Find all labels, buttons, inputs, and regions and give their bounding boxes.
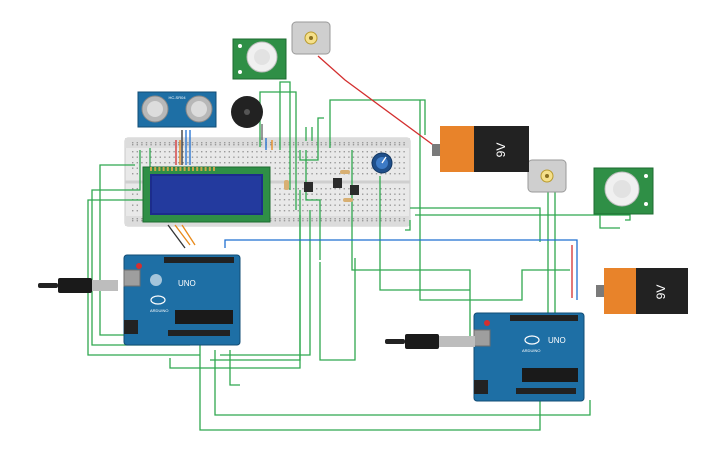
dark-wires[interactable] [167,130,186,249]
arduino-right-brand: ARDUINO [522,348,540,353]
arduino-left[interactable]: ARDUINO UNO [123,254,241,346]
buzzer-icon[interactable] [231,96,263,140]
usb-cable-icon[interactable] [38,278,118,293]
usb-cable-icon[interactable] [385,334,475,349]
green-wires[interactable] [87,81,631,431]
ultrasonic-sensor[interactable]: HC-SR04 [137,91,217,128]
transistor[interactable] [333,178,342,188]
arduino-left-model: UNO [178,279,196,288]
dc-motor-right[interactable] [527,159,567,193]
usb-port [123,269,141,287]
resistor[interactable] [340,170,350,174]
resistor[interactable] [284,180,289,190]
battery-right[interactable]: 9V [596,268,688,314]
potentiometer-icon[interactable] [371,152,393,174]
blue-wires[interactable] [185,130,578,300]
red-wires[interactable] [175,55,573,298]
arduino-right-model: UNO [548,336,566,345]
power-jack [474,380,488,394]
transistor[interactable] [304,182,313,192]
ultrasonic-label: HC-SR04 [168,95,186,100]
battery-left-label: 9V [494,143,508,158]
arduino-left-brand: ARDUINO [150,308,168,313]
resistor[interactable] [343,198,353,202]
reset-button[interactable] [136,263,142,269]
pir-sensor-right[interactable] [593,167,654,215]
power-jack [124,320,138,334]
battery-left[interactable]: 9V [432,126,529,172]
arduino-logo [150,295,166,305]
wires [87,55,631,431]
lcd-display[interactable] [142,166,271,223]
reset-button[interactable] [484,320,490,326]
arduino-right[interactable]: ARDUINO UNO [473,312,585,402]
dc-motor-top[interactable] [291,21,331,55]
orange-wires[interactable] [174,140,273,246]
pir-sensor-top[interactable] [232,38,287,80]
battery-right-label: 9V [654,285,668,300]
transistor[interactable] [350,185,359,195]
usb-port [473,329,491,347]
arduino-logo [524,335,540,345]
